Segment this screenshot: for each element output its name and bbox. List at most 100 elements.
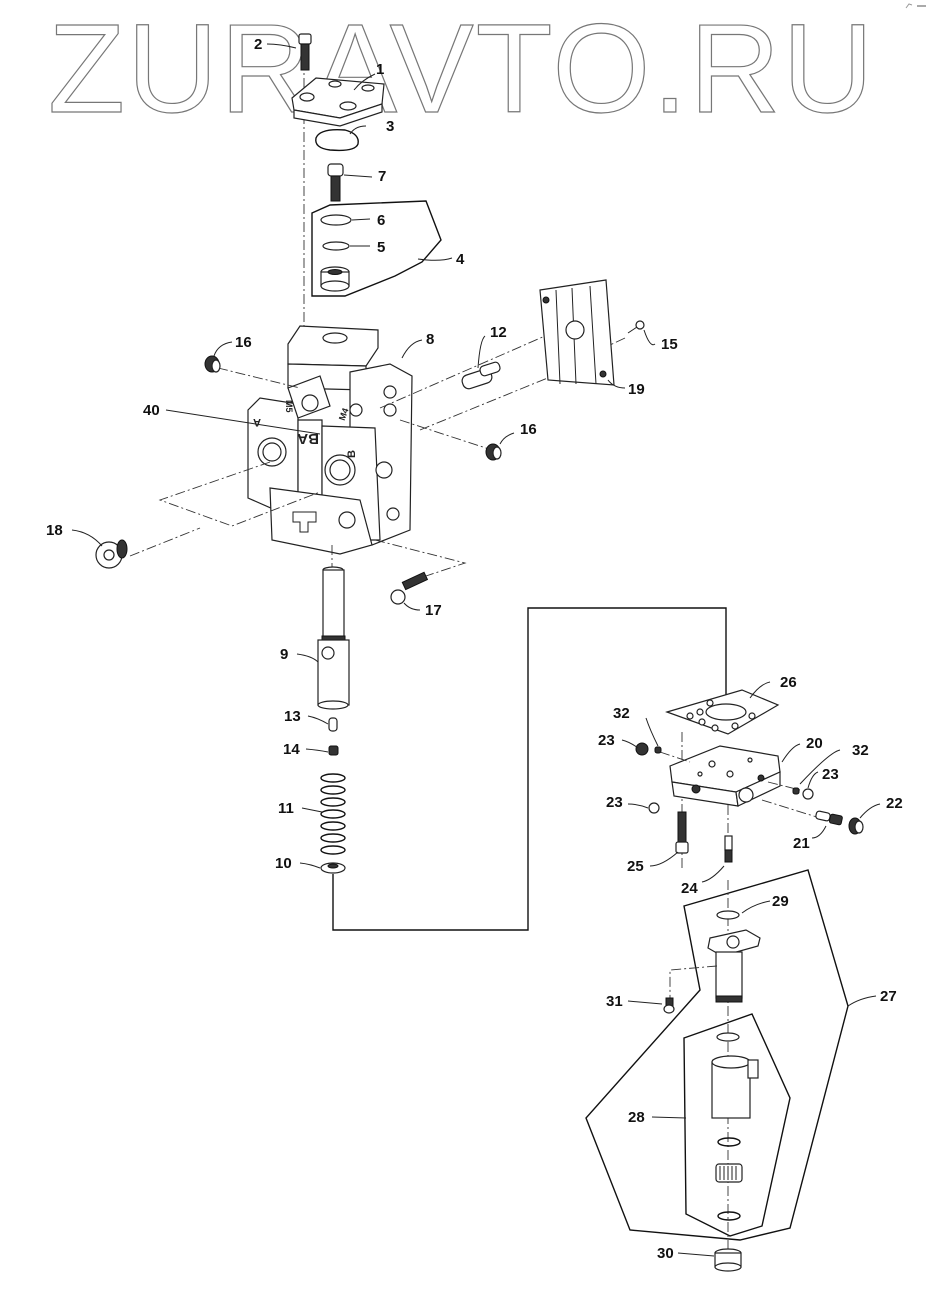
part-4-kit-outline (311, 200, 442, 297)
part-22-plug (848, 817, 864, 835)
watermark-text: ZURAVTO.RU (48, 0, 875, 130)
axis-line-18a (158, 461, 321, 527)
label-26: 26 (780, 674, 797, 691)
label-23-lower-left: 23 (606, 794, 623, 811)
part-21-valve (815, 810, 843, 826)
label-2: 2 (254, 36, 262, 53)
part-28-oring-lower (717, 1211, 741, 1221)
part-23-plug-a (635, 742, 649, 756)
part-23-plug-b (648, 802, 660, 814)
part-11-spring (320, 773, 346, 855)
part-28-kit-outline (683, 1013, 791, 1237)
part-9-spool (317, 566, 350, 710)
label-27: 27 (880, 988, 897, 1005)
label-14: 14 (283, 741, 300, 758)
label-13: 13 (284, 708, 301, 725)
part-16-plug-lower (485, 443, 502, 461)
axis-line-19 (419, 374, 556, 431)
part-17-bolt (390, 571, 429, 605)
part-8-valve-block: A BA B M5 M4 (247, 325, 413, 555)
label-15: 15 (661, 336, 678, 353)
part-29-oring (716, 910, 740, 920)
label-7: 7 (378, 168, 386, 185)
part-23-plug-c (802, 788, 814, 800)
part-20-manifold (669, 745, 781, 807)
label-1: 1 (376, 61, 384, 78)
label-5: 5 (377, 239, 385, 256)
label-18: 18 (46, 522, 63, 539)
part-24-fitting (724, 835, 733, 863)
label-21: 21 (793, 835, 810, 852)
label-11: 11 (278, 800, 294, 817)
port-label-m4: M4 (337, 407, 351, 422)
part-27-solenoid-cartridge (707, 929, 761, 1003)
label-30: 30 (657, 1245, 674, 1262)
part-12-check-valve (461, 361, 501, 390)
axis-line-32a (659, 751, 691, 763)
part-28-coil (711, 1055, 759, 1119)
label-20: 20 (806, 735, 823, 752)
port-label-ba: BA (297, 430, 319, 447)
part-13-pin (328, 717, 338, 732)
part-28-oring-middle (717, 1137, 741, 1147)
label-32-left: 32 (613, 705, 630, 722)
part-25-bolt (675, 811, 689, 854)
corner-logo-icon (905, 3, 926, 9)
axis-line-17 (374, 539, 467, 579)
axis-line-12 (379, 335, 546, 409)
label-24: 24 (681, 880, 698, 897)
port-label-a: A (253, 416, 261, 428)
label-31: 31 (606, 993, 623, 1010)
part-7-screw (327, 163, 344, 202)
leader-lines (71, 43, 881, 1257)
label-25: 25 (627, 858, 644, 875)
port-label-m5: M5 (284, 400, 294, 413)
axis-line-18b (129, 527, 201, 557)
axis-line-31 (669, 965, 718, 998)
part-5-oring (322, 241, 350, 251)
label-23-right: 23 (822, 766, 839, 783)
part-6-ring (320, 214, 352, 226)
part-16-plug-upper (204, 355, 221, 373)
label-17: 17 (425, 602, 442, 619)
axis-line-21 (761, 799, 821, 819)
part-28-nut (715, 1163, 743, 1183)
label-9: 9 (280, 646, 288, 663)
axis-line-16a (217, 367, 301, 389)
label-16-upper: 16 (235, 334, 252, 351)
label-19: 19 (628, 381, 645, 398)
label-16-lower: 16 (520, 421, 537, 438)
part-18-plug (95, 539, 128, 569)
port-label-b: B (346, 450, 358, 458)
label-4: 4 (456, 251, 465, 268)
label-10: 10 (275, 855, 292, 872)
part-32-orifice-b (792, 787, 800, 795)
part-28-oring-upper (716, 1032, 740, 1042)
label-12: 12 (490, 324, 507, 341)
part-32-orifice-a (654, 746, 662, 754)
label-6: 6 (377, 212, 385, 229)
part-30-cap (714, 1248, 742, 1272)
part-27-kit-outline (585, 869, 849, 1241)
watermark: ZURAVTO.RU (47, 0, 875, 130)
connector-bracket (332, 607, 727, 931)
label-29: 29 (772, 893, 789, 910)
part-10-spring-seat (320, 862, 346, 874)
part-31-screw (663, 997, 675, 1014)
label-3: 3 (386, 118, 394, 135)
label-8: 8 (426, 331, 434, 348)
callout-labels: 2 1 3 7 6 5 4 8 16 12 15 19 16 40 18 17 … (46, 36, 903, 1262)
part-15-screw (627, 320, 645, 334)
part-14-ball (328, 745, 339, 756)
label-40: 40 (143, 402, 160, 419)
part-19-end-cover (539, 279, 615, 386)
part-3-seal (315, 128, 359, 152)
part-1-cover-plate (291, 77, 385, 127)
label-32-right: 32 (852, 742, 869, 759)
label-23-upper-left: 23 (598, 732, 615, 749)
label-22: 22 (886, 795, 903, 812)
axis-line-16b (399, 419, 493, 451)
part-26-gasket (665, 689, 780, 735)
